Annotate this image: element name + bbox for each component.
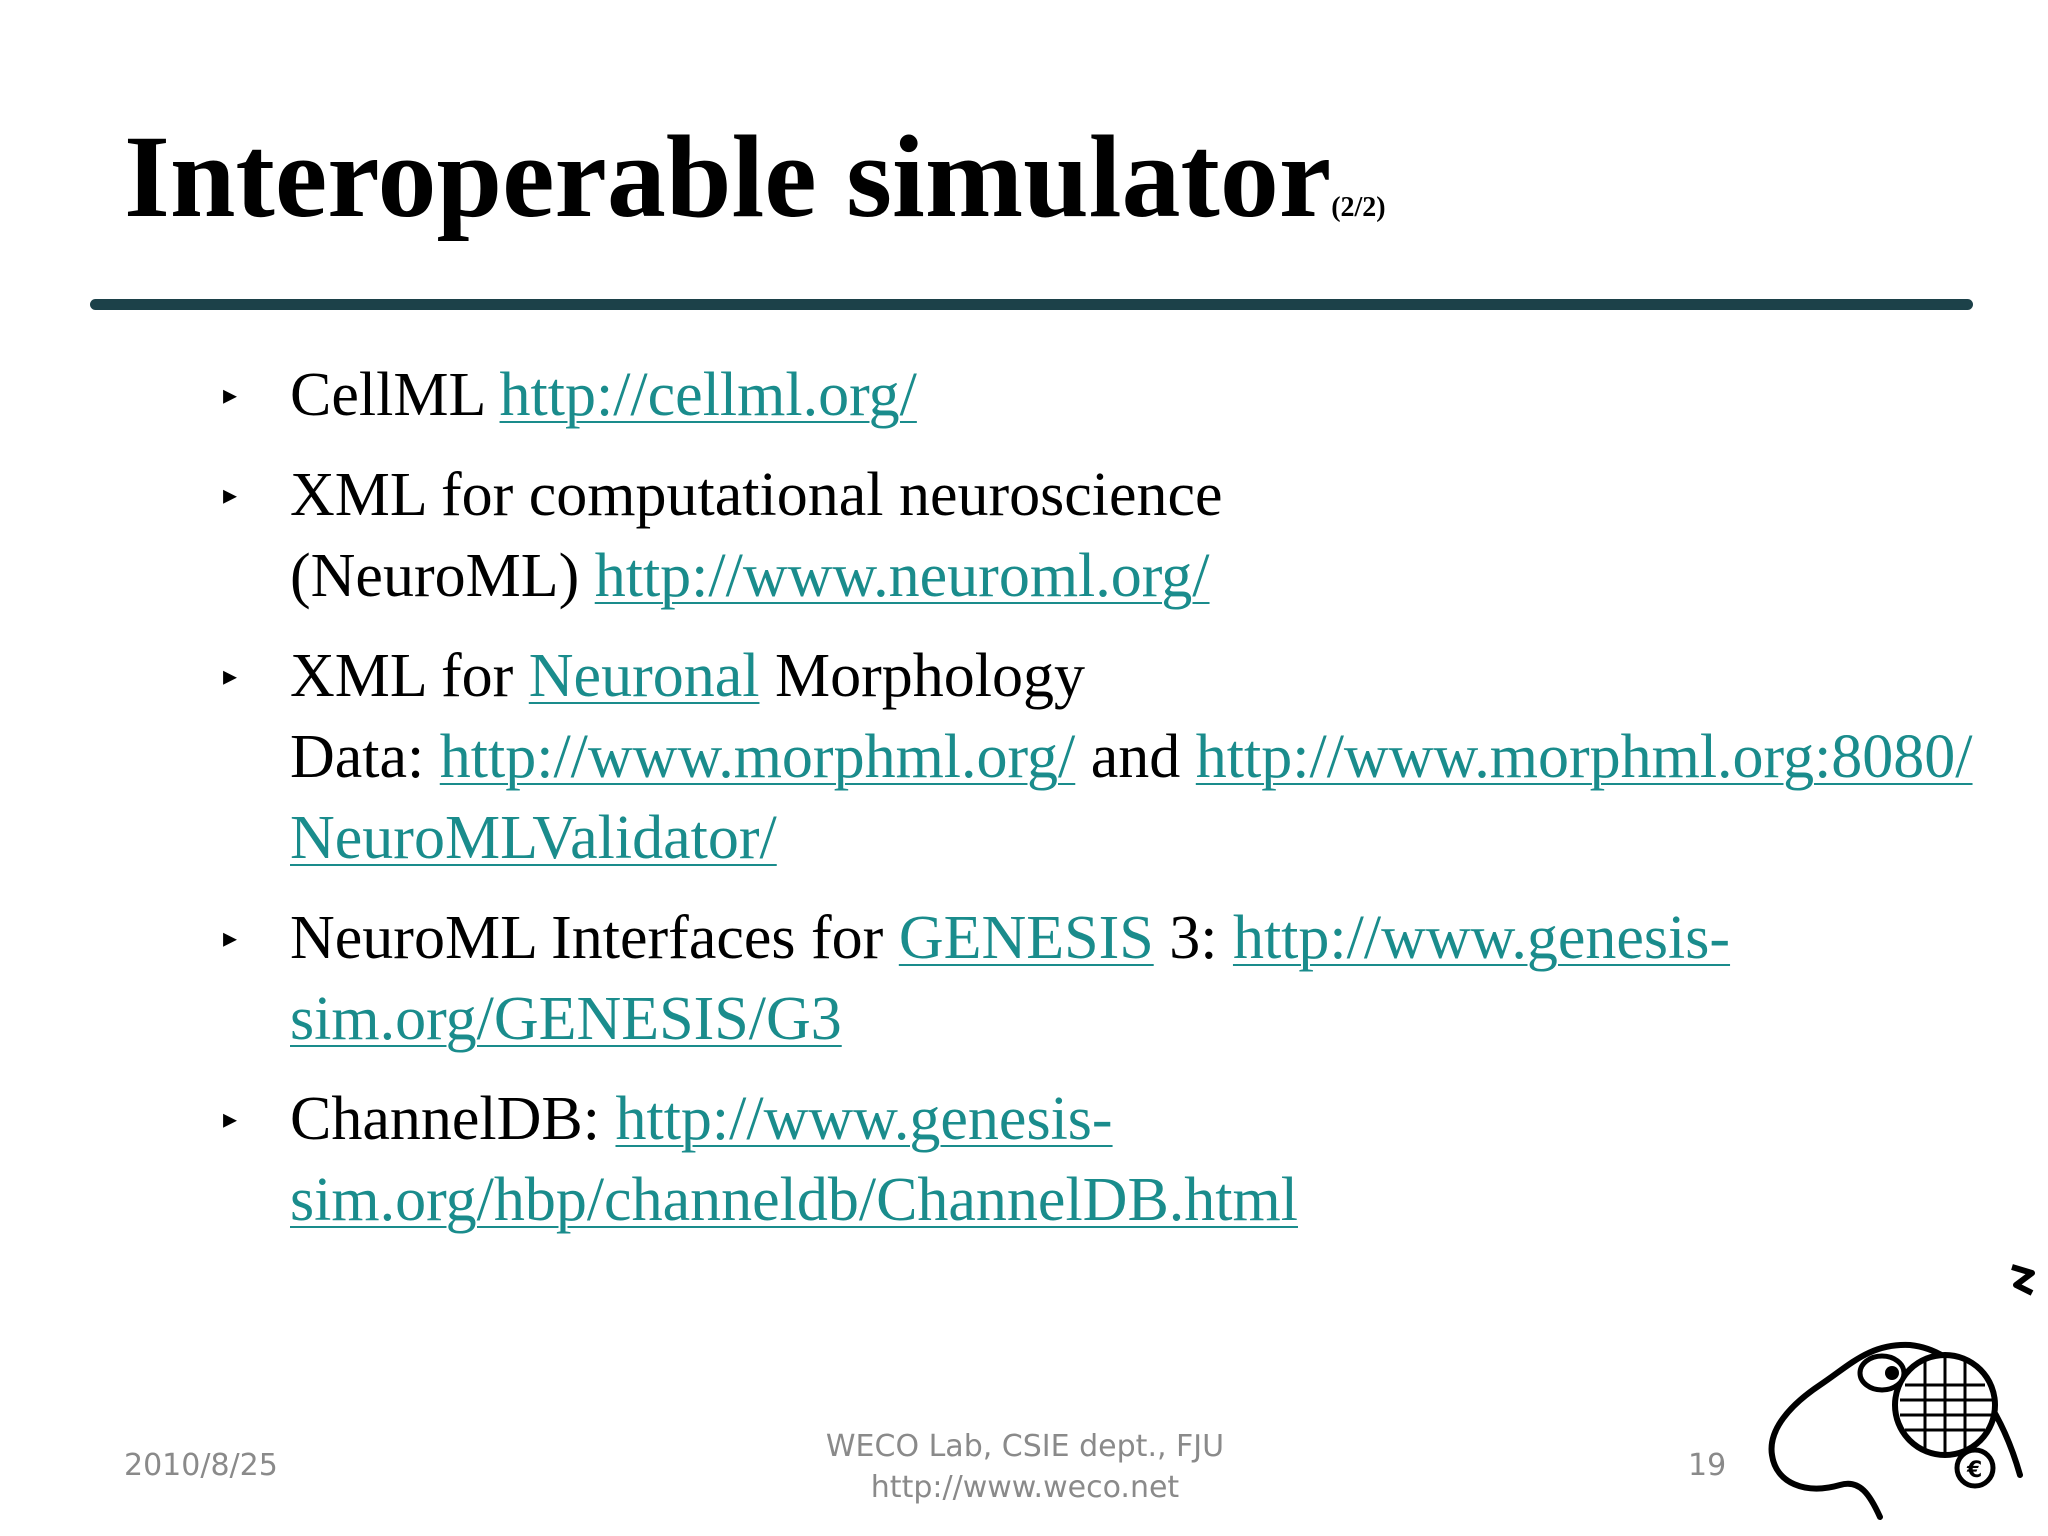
channeldb-link[interactable]: http://www.genesis-sim.org/hbp/channeldb… <box>290 1085 1298 1234</box>
slide-title: Interoperable simulator(2/2) <box>124 118 1386 236</box>
bullet-text: NeuroML Interfaces for <box>290 904 899 972</box>
slide-title-text: Interoperable simulator <box>124 111 1332 242</box>
bullet-text: XML for <box>290 642 529 710</box>
triangle-right-icon: ▸ <box>223 1104 238 1135</box>
title-divider <box>90 299 1973 310</box>
slide-title-suffix: (2/2) <box>1331 192 1386 223</box>
bullet-text: (NeuroML) <box>290 542 595 610</box>
svg-text:€: € <box>1966 1458 1982 1483</box>
bullet-text: XML for computational neuroscience <box>290 461 1223 529</box>
bullet-item: ▸ CellML http://cellml.org/ <box>223 355 1990 436</box>
brain-head-mascot-icon: € <box>1768 1264 2035 1520</box>
bullet-text: 3: <box>1153 904 1233 972</box>
bullet-item: ▸ XML for Neuronal Morphology Data: http… <box>223 636 1990 879</box>
bullet-item: ▸ ChannelDB: http://www.genesis-sim.org/… <box>223 1079 1990 1241</box>
footer-url: http://www.weco.net <box>870 1470 1180 1505</box>
bullet-text: Data: <box>290 723 440 791</box>
bullet-text: and <box>1075 723 1196 791</box>
footer-lab: WECO Lab, CSIE dept., FJU <box>825 1429 1225 1464</box>
triangle-right-icon: ▸ <box>223 380 238 411</box>
bullet-item: ▸ XML for computational neuroscience (Ne… <box>223 455 1990 617</box>
page-number: 19 <box>1688 1448 1727 1483</box>
morphml-link[interactable]: http://www.morphml.org/ <box>439 723 1076 791</box>
bullet-text: Morphology <box>759 642 1085 710</box>
bullet-list: ▸ CellML http://cellml.org/ ▸ XML for co… <box>223 355 1990 1260</box>
cellml-link[interactable]: http://cellml.org/ <box>499 361 917 429</box>
neuroml-link[interactable]: http://www.neuroml.org/ <box>594 542 1210 610</box>
bullet-text: ChannelDB: <box>290 1085 616 1153</box>
triangle-right-icon: ▸ <box>223 661 238 692</box>
triangle-right-icon: ▸ <box>223 923 238 954</box>
bullet-item: ▸ NeuroML Interfaces for GENESIS 3: http… <box>223 898 1990 1060</box>
footer-date: 2010/8/25 <box>124 1448 278 1483</box>
footer-lab-info: WECO Lab, CSIE dept., FJU http://www.wec… <box>800 1426 1250 1508</box>
triangle-right-icon: ▸ <box>223 480 238 511</box>
genesis-link[interactable]: GENESIS <box>898 904 1154 972</box>
neuronal-link[interactable]: Neuronal <box>528 642 760 710</box>
neuroml-validator-link[interactable]: http://www.morphml.org:8080/NeuroMLValid… <box>290 723 1973 872</box>
genesis-g3-link[interactable]: http://www.genesis-sim.org/GENESIS/G3 <box>290 904 1731 1053</box>
bullet-text: CellML <box>290 361 500 429</box>
